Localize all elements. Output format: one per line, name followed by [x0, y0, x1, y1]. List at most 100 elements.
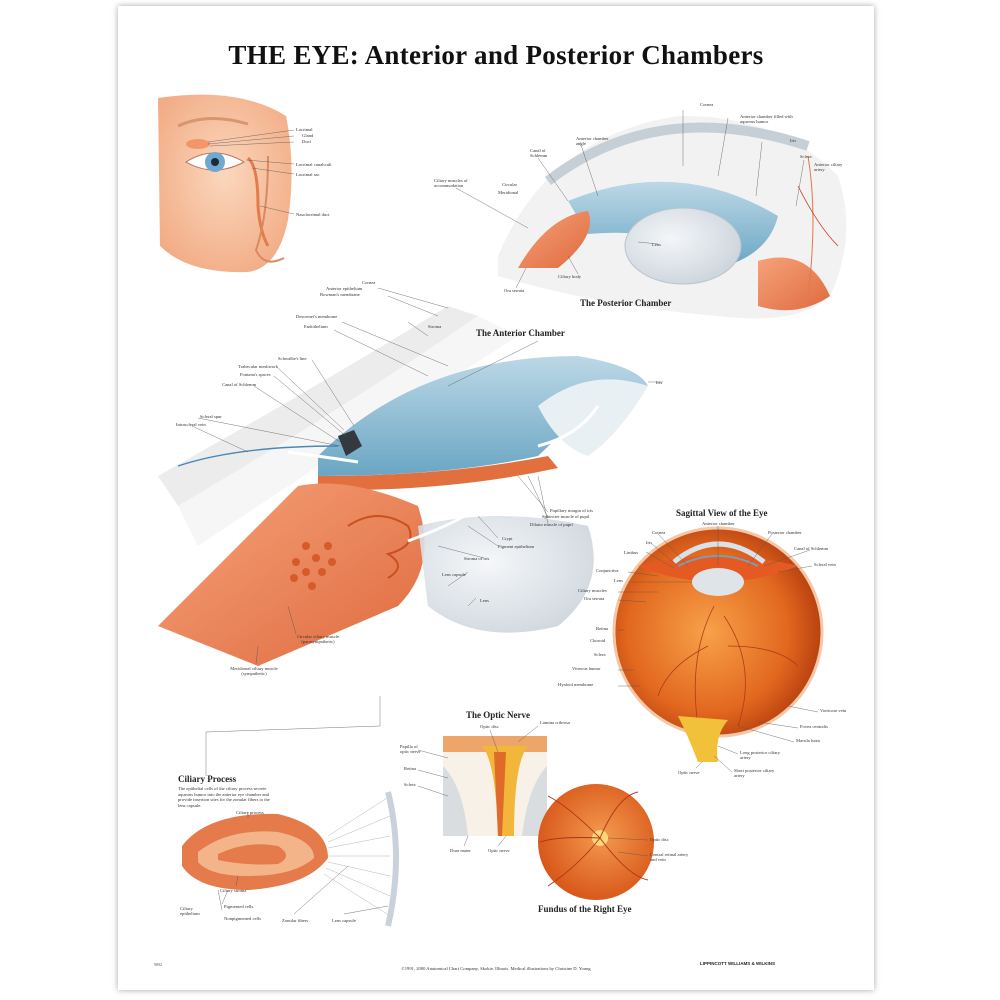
label-sag-lens: Lens: [614, 578, 623, 583]
label-pc-ciliary-body: Ciliary body: [558, 274, 582, 279]
label-cp-zonular-fibers: Zonular fibers: [282, 918, 309, 923]
label-on-optic-nerve: Optic nerve: [488, 848, 510, 853]
label-sag-anterior-chamber: Anterior chamber: [702, 521, 735, 526]
label-on-retina: Retina: [404, 766, 416, 771]
label-ac-pigment-epithelium: Pigment epithelium: [498, 544, 535, 549]
label-duct: Duct: [302, 139, 311, 144]
label-ac-lens: Lens: [480, 598, 489, 603]
label-ac-fontanas-spaces: Fontana's spaces: [240, 372, 271, 377]
label-sag-macula-lutea: Macula lutea: [796, 738, 820, 743]
label-ac-circular-ciliary: Circular ciliary muscle (parasympathetic…: [296, 634, 340, 644]
label-sag-choroid: Choroid: [590, 638, 606, 643]
poster-title: THE EYE: Anterior and Posterior Chambers: [228, 40, 764, 70]
label-cp-lens-capsule: Lens capsule: [332, 918, 356, 923]
label-cp-ciliary-epithelium: Ciliary epithelium: [180, 906, 200, 916]
label-sag-iris: Iris: [646, 540, 653, 545]
label-sag-long-posterior-artery: Long posterior ciliary artery: [740, 750, 781, 760]
label-on-papilla: Papilla of optic nerve: [400, 744, 421, 754]
label-ac-canal-schlemm: Canal of Schlemm: [222, 382, 257, 387]
label-ac-trabecular-meshwork: Trabecular meshwork: [238, 364, 279, 369]
ciliary-process-illustration: [182, 791, 399, 927]
anatomy-poster: THE EYE: Anterior and Posterior Chambers: [118, 6, 874, 990]
label-on-lamina-cribrosa: Lamina cribrosa: [540, 720, 570, 725]
label-sag-canal-schlemm: Canal of Schlemm: [794, 546, 829, 551]
label-sag-posterior-chamber: Posterior chamber: [768, 530, 802, 535]
label-ac-crypt: Crypt: [502, 536, 513, 541]
label-on-dura-mater: Dura mater: [450, 848, 471, 853]
label-cp-pigmented-cells: Pigmented cells: [224, 904, 254, 909]
label-sag-cornea: Cornea: [652, 530, 666, 535]
label-fundus-optic-disc: Optic disc: [650, 837, 669, 842]
label-fundus-central-retinal: Central retinal artery and vein: [650, 852, 689, 862]
label-sag-short-posterior-artery: Short posterior ciliary artery: [734, 768, 775, 778]
label-cp-nonpigmented-cells: Nonpigmented cells: [224, 916, 261, 921]
ciliary-process-title: Ciliary Process: [178, 774, 237, 784]
label-pc-chamber-angle: Anterior chamber angle: [576, 136, 609, 146]
label-ac-stroma-iris: Stroma of iris: [464, 556, 490, 561]
label-sag-optic-nerve: Optic nerve: [678, 770, 700, 775]
label-lacrimal: Lacrimal: [296, 127, 313, 132]
label-pc-ciliary-artery: Anterior ciliary artery: [814, 162, 843, 172]
anterior-chamber-illustration: [158, 287, 663, 776]
label-pc-canal-schlemm: Canal of Schlemm: [530, 148, 548, 158]
label-on-sclera: Sclera: [404, 782, 416, 787]
label-sag-ora-serrata: Ora serrata: [584, 596, 605, 601]
label-cp-ciliary-stroma: Ciliary stroma: [220, 888, 247, 893]
label-ac-schwalbes-line: Schwalbe's line: [278, 356, 307, 361]
illustrations: [158, 94, 847, 927]
label-ac-cornea: Cornea: [362, 280, 376, 285]
label-ac-anterior-epithelium: Anterior epithelium: [326, 286, 363, 291]
anterior-chamber-title: The Anterior Chamber: [476, 328, 565, 338]
label-ac-sphincter-muscle: Sphincter muscle of pupil: [542, 514, 590, 519]
label-cp-ciliary-process: Ciliary process: [236, 810, 264, 815]
label-pc-iris: Iris: [790, 138, 797, 143]
posterior-chamber-illustration: [455, 110, 847, 319]
label-lacrimal-sac: Lacrimal sac: [296, 172, 320, 177]
label-sag-sclera: Sclera: [594, 652, 606, 657]
label-sag-vorticose-vein: Vorticose vein: [820, 708, 847, 713]
optic-nerve-illustration: [417, 725, 547, 847]
label-ac-lens-capsule: Lens capsule: [442, 572, 466, 577]
face-illustration: [158, 94, 295, 273]
label-pc-lens: Lens: [652, 242, 661, 247]
label-pc-cornea: Cornea: [700, 102, 714, 107]
publisher-logo: LIPPINCOTT WILLIAMS & WILKINS: [700, 961, 775, 966]
label-sag-limbus: Limbus: [624, 550, 639, 555]
label-pc-ciliary-muscles: Ciliary muscles of accommodation: [434, 178, 468, 188]
label-sag-conjunctiva: Conjunctiva: [596, 568, 619, 573]
label-on-optic-disc: Optic disc: [480, 724, 499, 729]
label-ac-iris: Iris: [656, 380, 663, 385]
label-sag-hyaloid-membrane: Hyaloid membrane: [558, 682, 594, 687]
sagittal-eye-illustration: [612, 526, 824, 773]
label-pc-sclera: Sclera: [800, 154, 812, 159]
label-sag-scleral-vein: Scleral vein: [814, 562, 836, 567]
label-ac-pupillary-margin: Pupillary margin of iris: [550, 508, 593, 513]
label-sag-vitreous-humor: Vitreous humor: [572, 666, 601, 671]
optic-nerve-title: The Optic Nerve: [466, 710, 530, 720]
label-pc-ora-serrata: Ora serrata: [504, 288, 525, 293]
label-ac-descemets-membrane: Descemet's membrane: [296, 314, 338, 319]
copyright-footer: ©1991, 2000 Anatomical Chart Company, Sk…: [401, 966, 591, 971]
fundus-illustration: [538, 784, 654, 900]
label-pc-anterior-chamber: Anterior chamber filled with aqueous hum…: [740, 114, 793, 124]
label-ac-scleral-spur: Scleral spur: [200, 414, 222, 419]
label-sag-fovea-centralis: Fovea centralis: [800, 724, 828, 729]
catalog-number: 9892: [154, 962, 162, 967]
label-pc-meridional: Meridional: [498, 190, 519, 195]
label-sag-retina: Retina: [596, 626, 608, 631]
label-ac-intrascleral-vein: Intrascleral vein: [176, 422, 206, 427]
sagittal-view-title: Sagittal View of the Eye: [676, 508, 768, 518]
label-sag-ciliary-muscles: Ciliary muscles: [578, 588, 607, 593]
label-ac-meridional-ciliary: Meridional ciliary muscle (sympathetic): [230, 666, 278, 676]
ciliary-process-description: The epithelial cells of the ciliary proc…: [178, 786, 270, 808]
label-lacrimal-canaliculi: Lacrimal canaliculi: [296, 162, 332, 167]
label-nasolacrimal-duct: Nasolacrimal duct: [296, 212, 330, 217]
label-ac-dilator-muscle: Dilator muscle of pupil: [530, 522, 573, 527]
label-pc-circular: Circular: [502, 182, 518, 187]
posterior-chamber-title: The Posterior Chamber: [580, 298, 672, 308]
label-ac-endothelium: Endothelium: [304, 324, 328, 329]
label-ac-stroma: Stroma: [428, 324, 442, 329]
fundus-title: Fundus of the Right Eye: [538, 904, 632, 914]
label-gland: Gland: [302, 133, 314, 138]
label-ac-bowmans-membrane: Bowman's membrane: [320, 292, 360, 297]
